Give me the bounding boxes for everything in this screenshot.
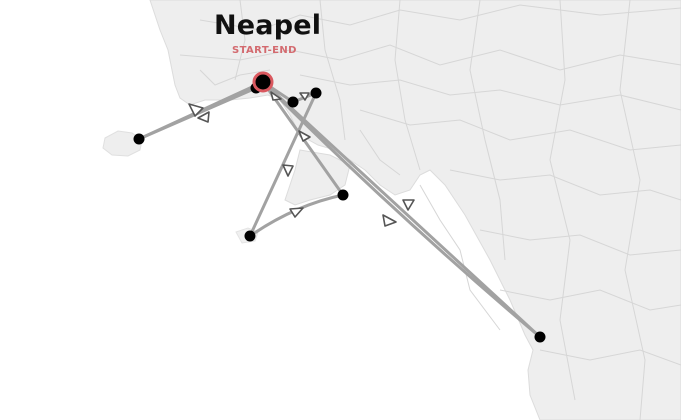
arrow-icon [188, 103, 204, 117]
stop-marker[interactable] [337, 189, 349, 201]
stops [133, 71, 546, 343]
direction-arrows [188, 91, 415, 227]
stop-marker[interactable] [534, 331, 546, 343]
arrow-icon [298, 130, 311, 142]
arrow-icon [289, 207, 304, 218]
start-end-label: START-END [232, 45, 297, 56]
city-label-neapel: Neapel [214, 10, 322, 41]
arrow-icon [382, 214, 397, 227]
stop-marker[interactable] [287, 96, 299, 108]
start-end-marker[interactable] [252, 71, 274, 93]
arrow-icon [197, 111, 210, 123]
arrow-icon [299, 92, 310, 101]
stop-marker[interactable] [133, 133, 145, 145]
arrow-icon [402, 199, 415, 211]
island-ischia [102, 130, 143, 157]
stop-marker[interactable] [310, 87, 322, 99]
route-south-naples[interactable] [261, 80, 542, 339]
arrow-icon [282, 164, 294, 177]
stop-marker[interactable] [244, 230, 256, 242]
region-borders [179, 0, 681, 420]
land-layer [102, 0, 681, 420]
mainland [149, 0, 681, 420]
route-naples-south[interactable] [261, 80, 542, 339]
arrow-icon [270, 91, 282, 101]
